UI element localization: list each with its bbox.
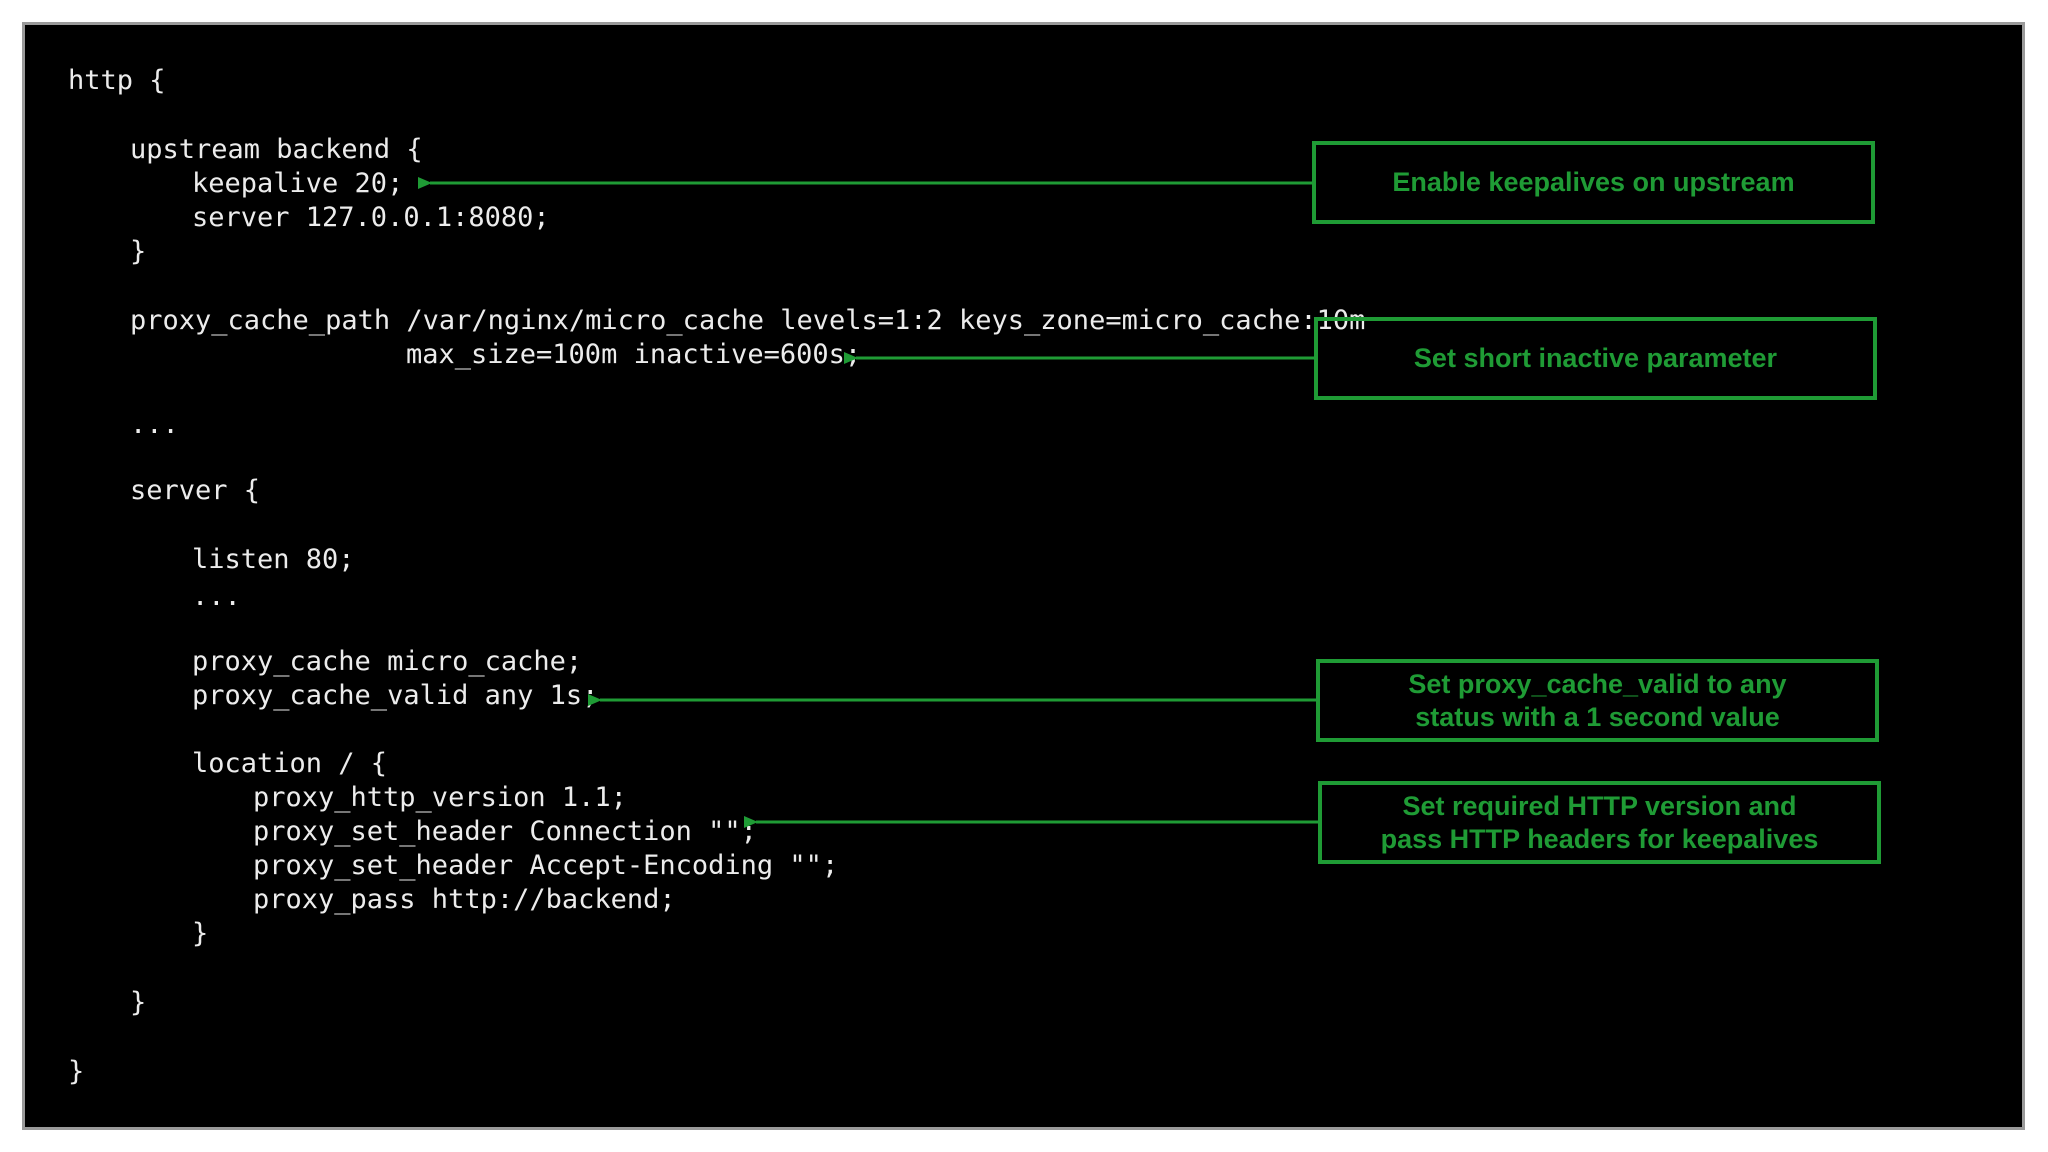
callout-http-version-headers-line-2: pass HTTP headers for keepalives xyxy=(1380,823,1819,854)
callout-proxy-cache-valid: Set proxy_cache_valid to any status with… xyxy=(1316,659,1879,742)
callout-proxy-cache-valid-line-2: status with a 1 second value xyxy=(1415,701,1780,732)
callout-proxy-cache-valid-line-1: Set proxy_cache_valid to any xyxy=(1408,668,1787,699)
code-line-set-header-accept-encoding: proxy_set_header Accept-Encoding ""; xyxy=(253,850,839,881)
callout-short-inactive: Set short inactive parameter xyxy=(1314,317,1877,400)
code-line-upstream-close: } xyxy=(130,236,147,267)
code-line-ellipsis: ... xyxy=(130,409,179,440)
code-line-proxy-cache: proxy_cache micro_cache; xyxy=(192,646,583,677)
code-line-server-close: } xyxy=(130,987,147,1018)
code-line-listen: listen 80; xyxy=(192,544,355,575)
code-line-upstream-server: server 127.0.0.1:8080; xyxy=(192,202,550,233)
code-line-proxy-cache-path-cont: max_size=100m inactive=600s; xyxy=(406,339,862,370)
code-line-server-open: server { xyxy=(130,475,261,506)
code-line-proxy-http-version: proxy_http_version 1.1; xyxy=(253,782,627,813)
code-line-proxy-cache-path: proxy_cache_path /var/nginx/micro_cache … xyxy=(130,305,1366,336)
code-line-set-header-connection: proxy_set_header Connection ""; xyxy=(253,816,757,847)
code-line-http-open: http { xyxy=(68,65,166,96)
slide-frame xyxy=(22,22,2025,1130)
code-line-proxy-cache-valid: proxy_cache_valid any 1s; xyxy=(192,680,599,711)
code-line-location-open: location / { xyxy=(192,748,388,779)
code-line-keepalive: keepalive 20; xyxy=(192,168,404,199)
code-line-location-close: } xyxy=(192,918,209,949)
callout-enable-keepalives-text: Enable keepalives on upstream xyxy=(1392,167,1795,197)
callout-enable-keepalives: Enable keepalives on upstream xyxy=(1312,141,1875,224)
callout-http-version-headers-line-1: Set required HTTP version and xyxy=(1402,790,1797,821)
code-line-upstream-open: upstream backend { xyxy=(130,134,423,165)
code-line-proxy-pass: proxy_pass http://backend; xyxy=(253,884,676,915)
callout-short-inactive-text: Set short inactive parameter xyxy=(1413,343,1778,373)
code-line-http-close: } xyxy=(68,1056,85,1087)
callout-http-version-headers: Set required HTTP version and pass HTTP … xyxy=(1318,781,1881,864)
code-line-server-ellipsis: ... xyxy=(192,581,241,612)
